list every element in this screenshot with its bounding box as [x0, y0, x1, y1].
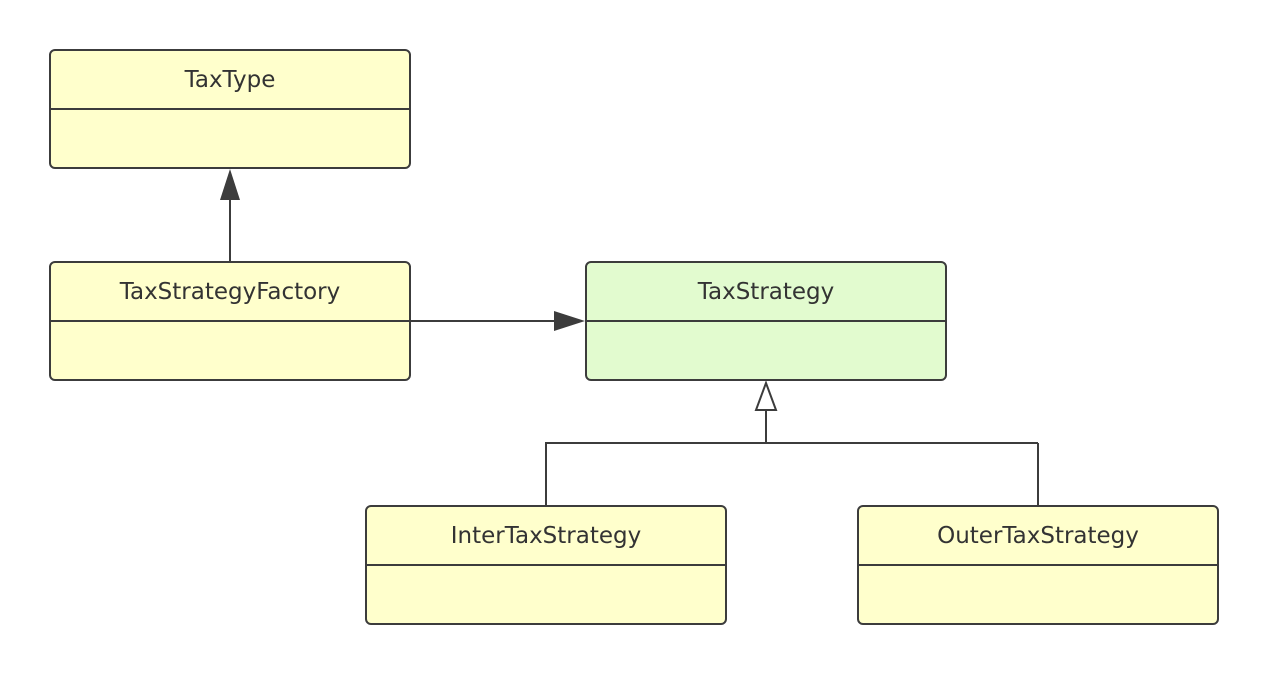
class-name-taxtype: TaxType	[51, 51, 409, 110]
class-body-outertaxstrategy	[859, 566, 1217, 623]
class-body-taxstrategy	[587, 322, 945, 379]
class-body-taxstrategyfactory	[51, 322, 409, 379]
class-name-taxstrategy: TaxStrategy	[587, 263, 945, 322]
class-intertaxstrategy[interactable]: InterTaxStrategy	[365, 505, 727, 625]
class-taxstrategyfactory[interactable]: TaxStrategyFactory	[49, 261, 411, 381]
class-body-intertaxstrategy	[367, 566, 725, 623]
class-body-taxtype	[51, 110, 409, 167]
class-outertaxstrategy[interactable]: OuterTaxStrategy	[857, 505, 1219, 625]
class-name-outertaxstrategy: OuterTaxStrategy	[859, 507, 1217, 566]
class-taxstrategy[interactable]: TaxStrategy	[585, 261, 947, 381]
class-name-taxstrategyfactory: TaxStrategyFactory	[51, 263, 409, 322]
factory-to-strategy-arrowhead	[554, 311, 585, 331]
generalization-triangle	[754, 380, 778, 411]
factory-to-taxtype-arrowhead	[220, 169, 240, 200]
class-taxtype[interactable]: TaxType	[49, 49, 411, 169]
class-name-intertaxstrategy: InterTaxStrategy	[367, 507, 725, 566]
